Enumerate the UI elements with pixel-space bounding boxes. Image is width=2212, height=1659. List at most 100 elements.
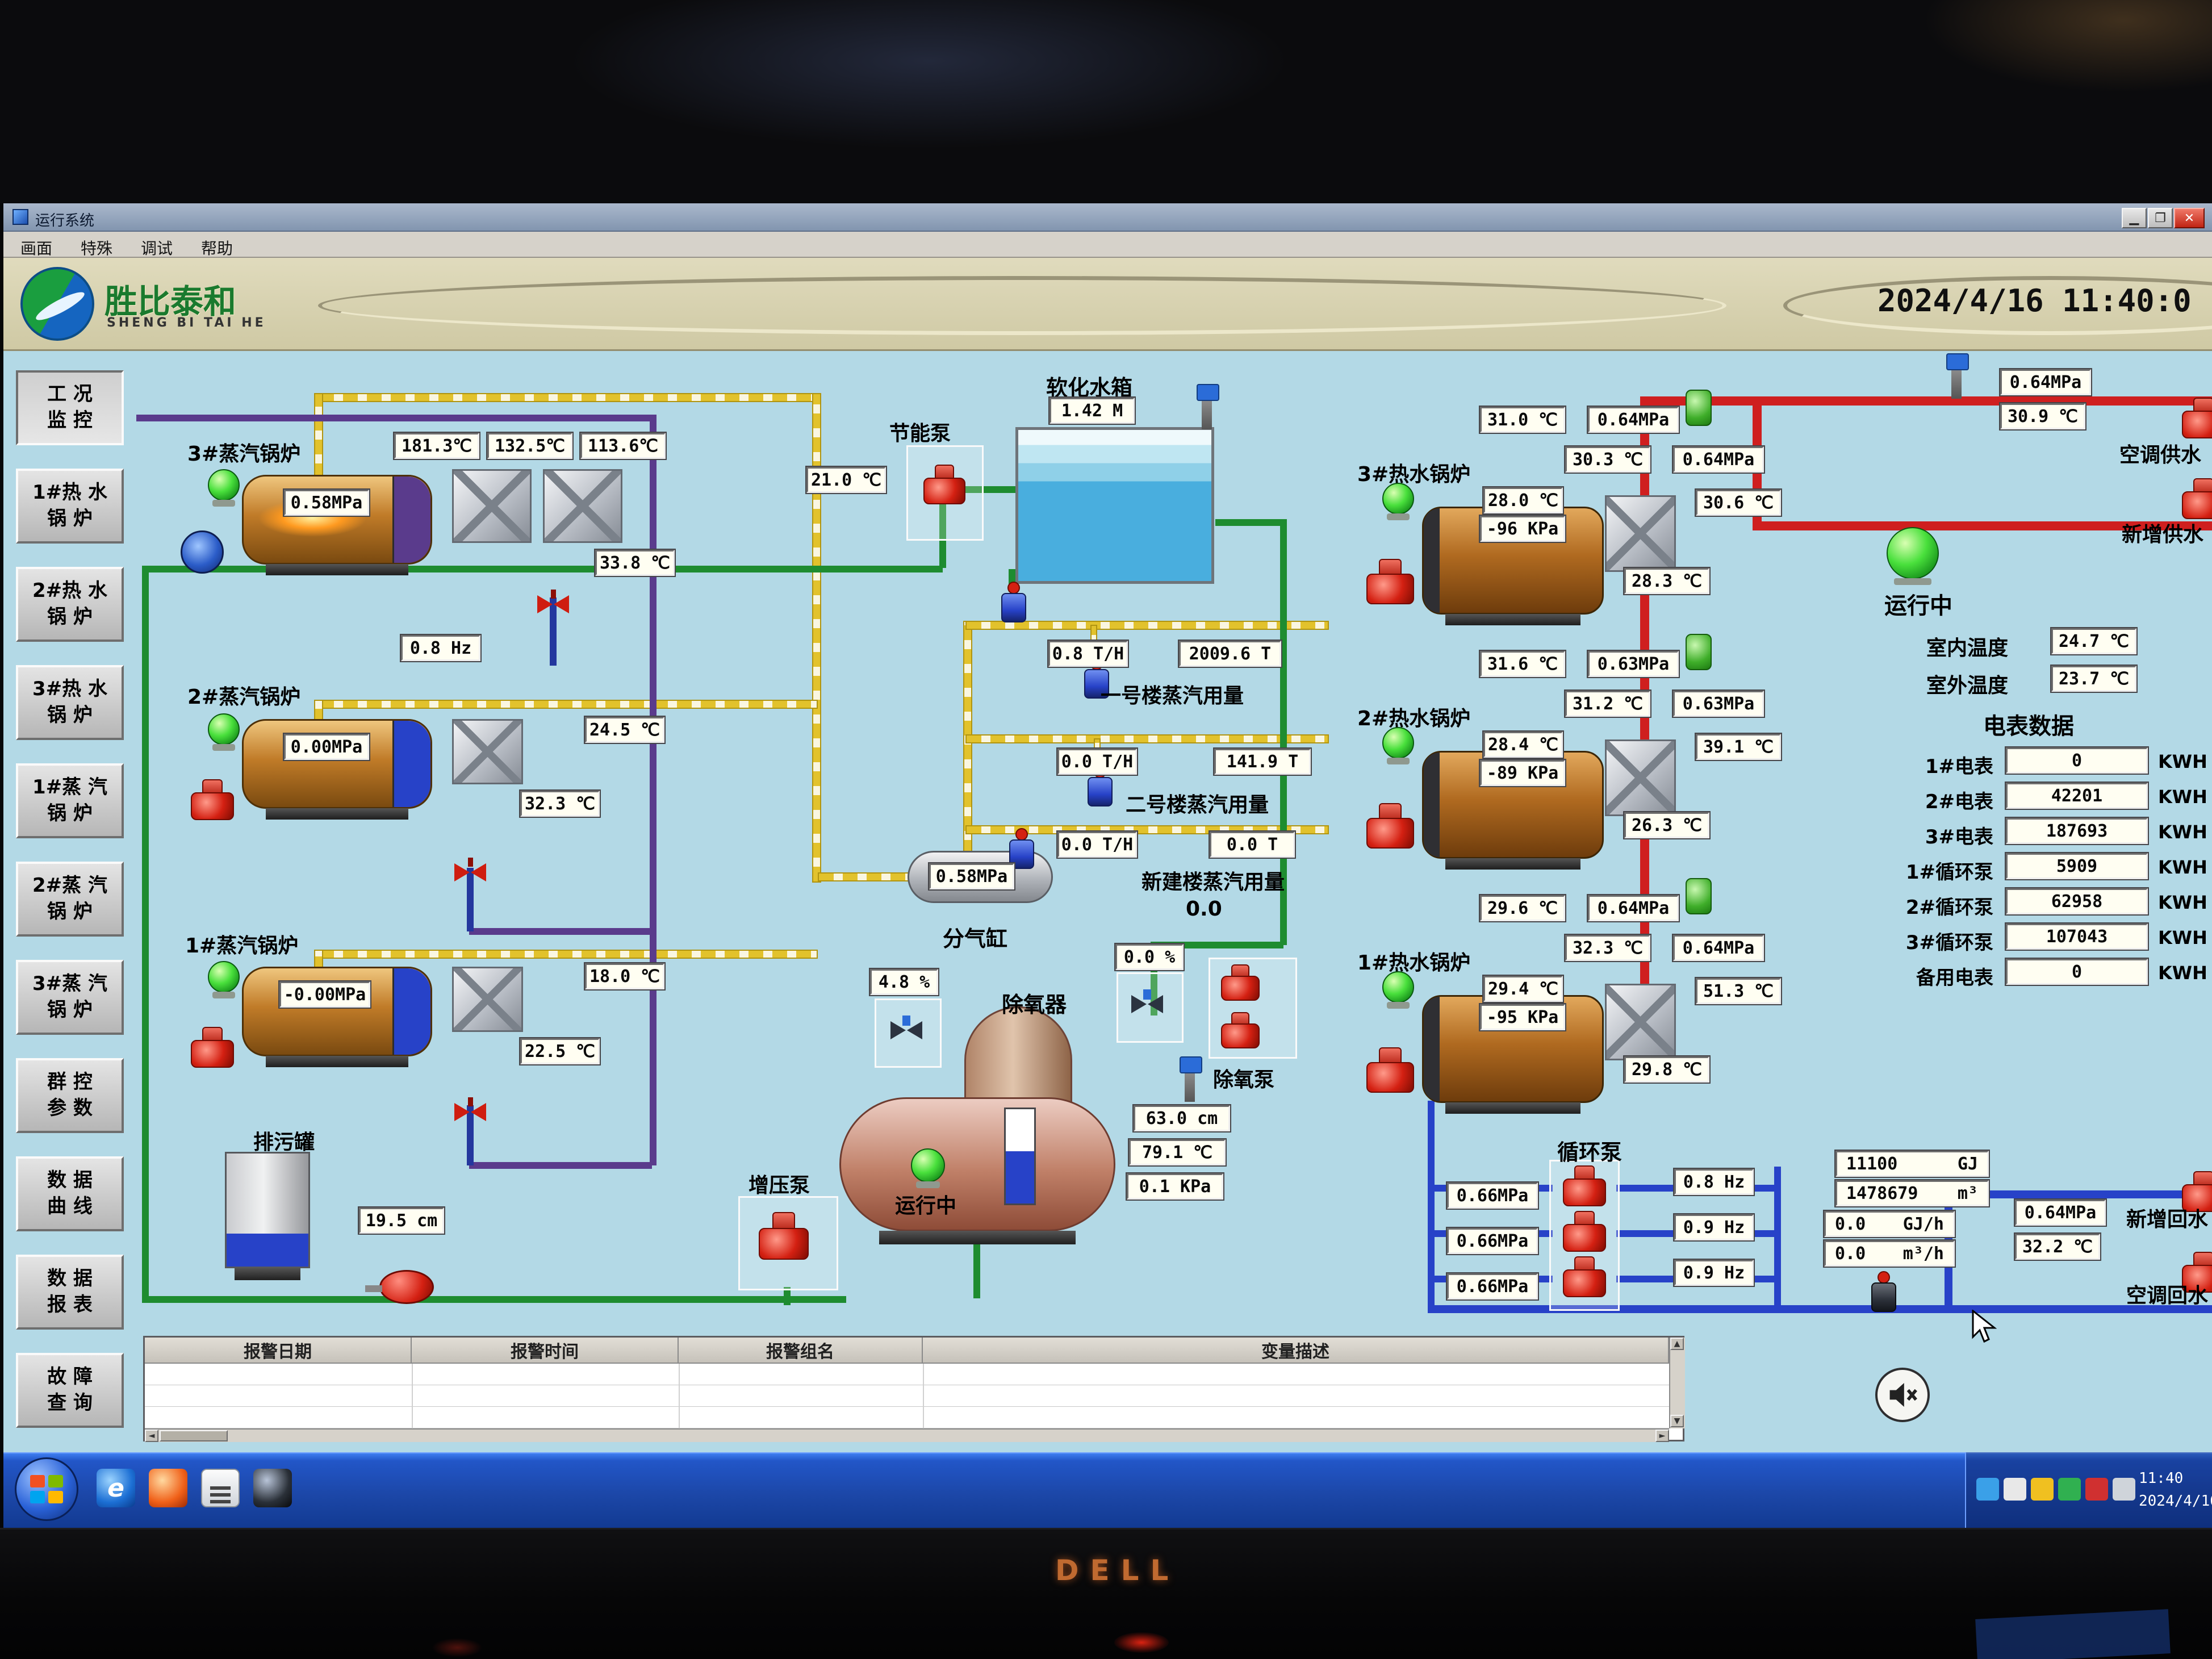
close-button[interactable]: ✕ (2174, 208, 2205, 228)
hw1-supply-pressure: 0.64MPa (1588, 895, 1679, 921)
sidebar-label: 锅 炉 (47, 802, 93, 825)
maximize-button[interactable]: ❐ (2148, 208, 2173, 228)
meter-label: 2#电表 (1925, 791, 1993, 813)
alarm-col-desc[interactable]: 变量描述 (923, 1338, 1669, 1364)
pipe (784, 1287, 791, 1305)
hw1-label: 1#热水锅炉 (1357, 951, 1471, 975)
level-sensor-icon (1197, 384, 1219, 429)
sidebar-item-hw-boiler-3[interactable]: 3#热 水锅 炉 (16, 665, 124, 740)
menu-debug[interactable]: 调试 (141, 239, 173, 258)
menu-help[interactable]: 帮助 (201, 239, 233, 258)
sidebar-item-data-reports[interactable]: 数 据报 表 (16, 1255, 124, 1330)
hw1-outlet-temp: 29.8 ℃ (1624, 1056, 1709, 1083)
sidebar-item-fault-query[interactable]: 故 障查 询 (16, 1353, 124, 1428)
dist-label: 分气缸 (943, 926, 1008, 951)
scroll-right-icon[interactable]: ► (1655, 1430, 1669, 1442)
sidebar-item-steam-boiler-3[interactable]: 3#蒸 汽锅 炉 (16, 960, 124, 1035)
deaerator-label: 除氧器 (1002, 992, 1067, 1017)
sidebar-item-overview[interactable]: 工 况监 控 (16, 370, 124, 445)
tray-alert-icon[interactable] (2085, 1478, 2108, 1501)
horizontal-scrollbar[interactable]: ◄ ► (145, 1428, 1669, 1442)
meter-unit: KWH (2158, 856, 2207, 878)
sidebar-item-hw-boiler-1[interactable]: 1#热 水锅 炉 (16, 469, 124, 544)
taskbar-browser-icon[interactable] (149, 1469, 187, 1507)
taskbar-ie-icon[interactable]: e (97, 1469, 135, 1507)
hw2-outlet-temp: 26.3 ℃ (1624, 812, 1709, 838)
softened-water-tank (1015, 427, 1214, 584)
pump-icon (923, 465, 965, 504)
heat-exchanger (452, 469, 532, 543)
status-lamp (1382, 483, 1414, 520)
blowdown-level: 19.5 cm (359, 1207, 444, 1234)
circ-pressure-3: 0.66MPa (1447, 1273, 1538, 1299)
pump-body (191, 1040, 234, 1068)
taskbar-media-icon[interactable] (253, 1469, 292, 1507)
table-row (145, 1364, 1669, 1385)
pump-body (1366, 574, 1414, 604)
heat-total-unit: GJ (1957, 1154, 1978, 1174)
mute-button[interactable] (1875, 1368, 1930, 1422)
meter-value: 0 (2006, 747, 2148, 774)
ac-supply-label: 空调供水 (2119, 444, 2202, 467)
alarm-col-time[interactable]: 报警时间 (412, 1338, 679, 1364)
tray-clock-date[interactable]: 2024/4/16 (2139, 1493, 2212, 1510)
supply-pressure: 0.64MPa (2000, 369, 2091, 395)
sidebar-item-steam-boiler-1[interactable]: 1#蒸 汽锅 炉 (16, 763, 124, 838)
pipe (1774, 1167, 1781, 1309)
tray-clock-time[interactable]: 11:40 (2139, 1470, 2184, 1487)
steam3-flue-temp2: 132.5℃ (487, 433, 572, 459)
blowdown-label: 排污罐 (253, 1131, 315, 1154)
steam2-temp-in: 24.5 ℃ (585, 717, 664, 743)
valve-stem (551, 590, 556, 599)
start-button[interactable] (15, 1457, 78, 1521)
tank-water (227, 1234, 308, 1267)
steam-boiler-2 (242, 719, 432, 820)
tray-volume-icon[interactable] (2113, 1478, 2135, 1501)
menu-screen[interactable]: 画面 (20, 239, 53, 258)
flow-rate-value: 0.0 (1835, 1243, 1866, 1264)
hw2-supply-temp: 31.6 ℃ (1480, 651, 1565, 677)
vertical-scrollbar[interactable]: ▲ ▼ (1669, 1338, 1685, 1428)
meter-label: 1#循环泵 (1905, 861, 1993, 884)
heat-exchanger (1605, 984, 1676, 1060)
alarm-col-group[interactable]: 报警组名 (679, 1338, 923, 1364)
sidebar-item-hw-boiler-2[interactable]: 2#热 水锅 炉 (16, 567, 124, 642)
scroll-down-icon[interactable]: ▼ (1670, 1415, 1684, 1427)
sidebar-item-data-curves[interactable]: 数 据曲 线 (16, 1156, 124, 1231)
scroll-up-icon[interactable]: ▲ (1670, 1338, 1684, 1350)
menu-special[interactable]: 特殊 (81, 239, 113, 258)
pump-body (1563, 1224, 1606, 1252)
pump-icon (1221, 964, 1260, 1001)
pump-body (759, 1227, 809, 1260)
sidebar-item-group-params[interactable]: 群 控参 数 (16, 1058, 124, 1133)
sidebar-label: 查 询 (47, 1391, 93, 1414)
tray-help-icon[interactable] (2004, 1478, 2026, 1501)
alarm-col-date[interactable]: 报警日期 (145, 1338, 412, 1364)
sidebar-label: 数 据 (47, 1169, 93, 1192)
taskbar-notepad-icon[interactable] (201, 1469, 240, 1507)
tray-agent-icon[interactable] (2058, 1478, 2081, 1501)
scrollbar-thumb[interactable] (160, 1430, 228, 1441)
sidebar-label: 锅 炉 (47, 900, 93, 923)
pump-icon (2182, 398, 2212, 438)
scroll-left-icon[interactable]: ◄ (145, 1430, 158, 1442)
hw1-inlet-temp: 29.4 ℃ (1483, 976, 1563, 1002)
hw1-return-pressure: 0.64MPa (1673, 935, 1764, 961)
hw2-return-temp: 31.2 ℃ (1565, 691, 1650, 717)
tray-network-icon[interactable] (1976, 1478, 1999, 1501)
meter-unit: KWH (2158, 786, 2207, 808)
flow-total-value: 1478679 (1846, 1183, 1918, 1203)
hw2-inlet-temp: 28.4 ℃ (1483, 732, 1563, 758)
start-flag-icon (48, 1475, 63, 1487)
sidebar-label: 故 障 (47, 1365, 93, 1389)
pump-body (2182, 491, 2212, 519)
minimize-button[interactable]: ▁ (2122, 208, 2147, 228)
steam3-flue-temp3: 113.6℃ (580, 433, 666, 459)
tray-shield-icon[interactable] (2031, 1478, 2054, 1501)
steam3-econ-temp: 33.8 ℃ (595, 550, 675, 576)
pipe (1215, 519, 1283, 526)
meter-unit: KWH (2158, 892, 2207, 913)
sidebar-item-steam-boiler-2[interactable]: 2#蒸 汽锅 炉 (16, 862, 124, 937)
table-row (145, 1407, 1669, 1428)
